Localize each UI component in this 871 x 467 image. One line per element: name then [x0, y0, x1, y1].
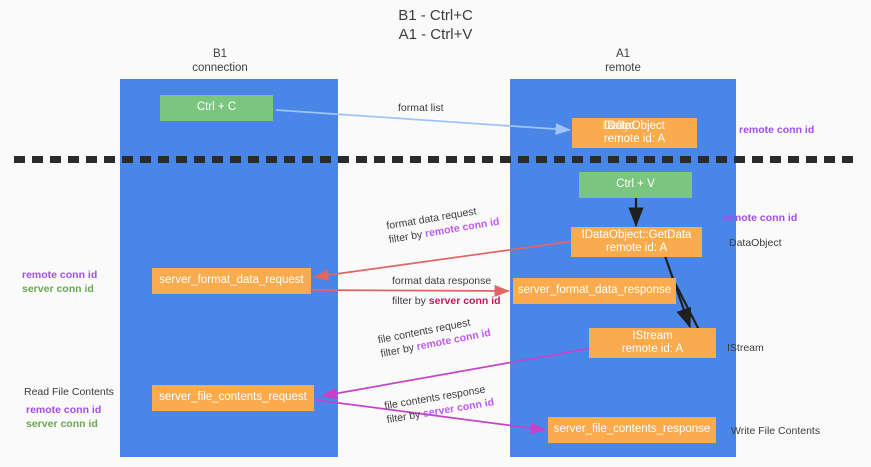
page-title: B1 - Ctrl+C A1 - Ctrl+V [0, 6, 871, 44]
node-server-file-contents-response[interactable]: server_file_contents_response [548, 417, 716, 443]
node-getdata[interactable]: IDataObject::GetData remote id: A [571, 227, 702, 257]
node-server-format-data-request[interactable]: server_format_data_request [152, 268, 311, 294]
node-ctrl-v[interactable]: Ctrl + V [579, 172, 692, 198]
node-server-format-data-request-label: server_format_data_request [159, 274, 304, 287]
node-getdata-line2: remote id: A [605, 242, 668, 254]
node-server-format-data-response[interactable]: server_format_data_response [513, 278, 676, 304]
edge-filter-prefix-2: filter by [392, 295, 429, 307]
node-ctrl-v-label: Ctrl + V [616, 178, 655, 191]
annotation-right-remote-conn-id-2: remote conn id [722, 212, 798, 224]
annotation-right-write-file-contents: Write File Contents [731, 425, 821, 437]
lane-header-b1-name: B1 [212, 48, 228, 60]
annotation-left-server-conn-id-1: server conn id [22, 283, 94, 295]
title-line-1: B1 - Ctrl+C [398, 7, 473, 24]
lane-header-b1-role: connection [192, 62, 248, 74]
lane-header-a1: A1 remote [553, 47, 693, 75]
lane-header-b1: B1 connection [150, 47, 290, 75]
annotation-left-server-conn-id-2: server conn id [26, 418, 98, 430]
node-server-file-contents-request-label: server_file_contents_request [159, 391, 307, 404]
node-ctrl-c[interactable]: Ctrl + C [160, 95, 273, 121]
node-idataobject-line1: IDataObject IDataObject [603, 119, 665, 132]
node-ctrl-c-label: Ctrl + C [196, 101, 237, 114]
lane-header-a1-role: remote [605, 62, 641, 74]
annotation-left-read-file-contents: Read File Contents [24, 386, 114, 398]
node-server-file-contents-request[interactable]: server_file_contents_request [152, 385, 314, 411]
node-idataobject-line2: remote id: A [603, 133, 666, 145]
edge-label-format-data-response: format data response filter by server co… [392, 274, 501, 308]
node-istream[interactable]: IStream remote id: A [589, 328, 716, 358]
edge-label-file-contents-response: file contents response filter by server … [383, 381, 495, 427]
edge-label-file-contents-request: file contents request filter by remote c… [377, 312, 492, 361]
node-istream-line1: IStream [632, 329, 673, 342]
annotation-right-dataobject: DataObject [729, 237, 782, 249]
edge-filter-key-server-2: server conn id [428, 295, 501, 307]
node-idataobject-line1-ghost: IDataObject [603, 119, 634, 132]
annotation-left-remote-conn-id-2: remote conn id [26, 404, 102, 416]
node-idataobject[interactable]: IDataObject IDataObject remote id: A [572, 118, 697, 148]
node-server-file-contents-response-label: server_file_contents_response [553, 423, 711, 436]
annotation-right-istream: IStream [727, 342, 764, 354]
node-server-format-data-response-label: server_format_data_response [517, 284, 672, 297]
title-line-2: A1 - Ctrl+V [398, 26, 473, 43]
lane-header-a1-name: A1 [615, 48, 631, 60]
annotation-left-remote-conn-id-1: remote conn id [22, 269, 98, 281]
node-getdata-line1: IDataObject::GetData [581, 228, 692, 241]
annotation-right-remote-conn-id-1: remote conn id [739, 124, 815, 136]
edge-label-format-data-response-text: format data response [392, 275, 492, 287]
phase-divider [14, 156, 859, 163]
node-istream-line2: remote id: A [621, 343, 684, 355]
edge-label-format-data-request: format data request filter by remote con… [385, 201, 501, 247]
edge-label-format-list: format list [398, 102, 444, 114]
